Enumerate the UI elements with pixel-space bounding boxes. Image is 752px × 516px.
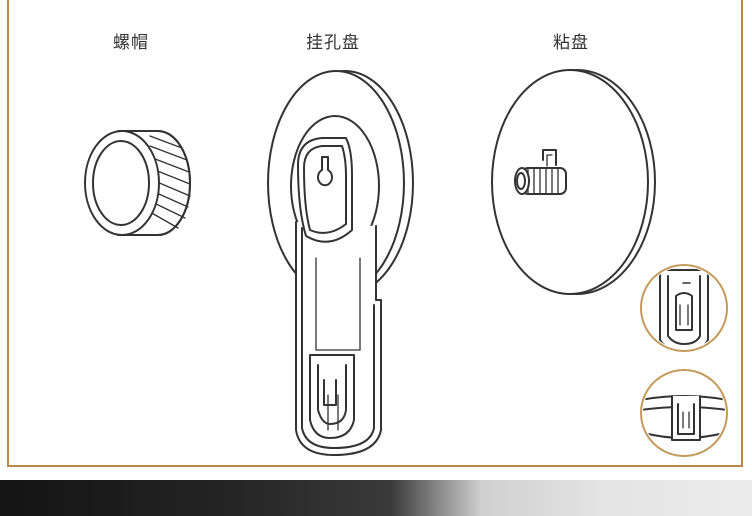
suction-disc-illustration xyxy=(491,69,656,295)
label-suction-disc: 粘盘 xyxy=(553,33,589,53)
label-hook-disc: 挂孔盘 xyxy=(306,33,360,53)
bottom-photo-strip xyxy=(0,480,752,516)
label-nut: 螺帽 xyxy=(113,33,149,53)
callout-detail-arm-clip xyxy=(640,264,728,352)
nut-illustration xyxy=(84,130,191,236)
callout-detail-bracket xyxy=(640,369,728,457)
hook-disc-illustration xyxy=(267,70,414,456)
